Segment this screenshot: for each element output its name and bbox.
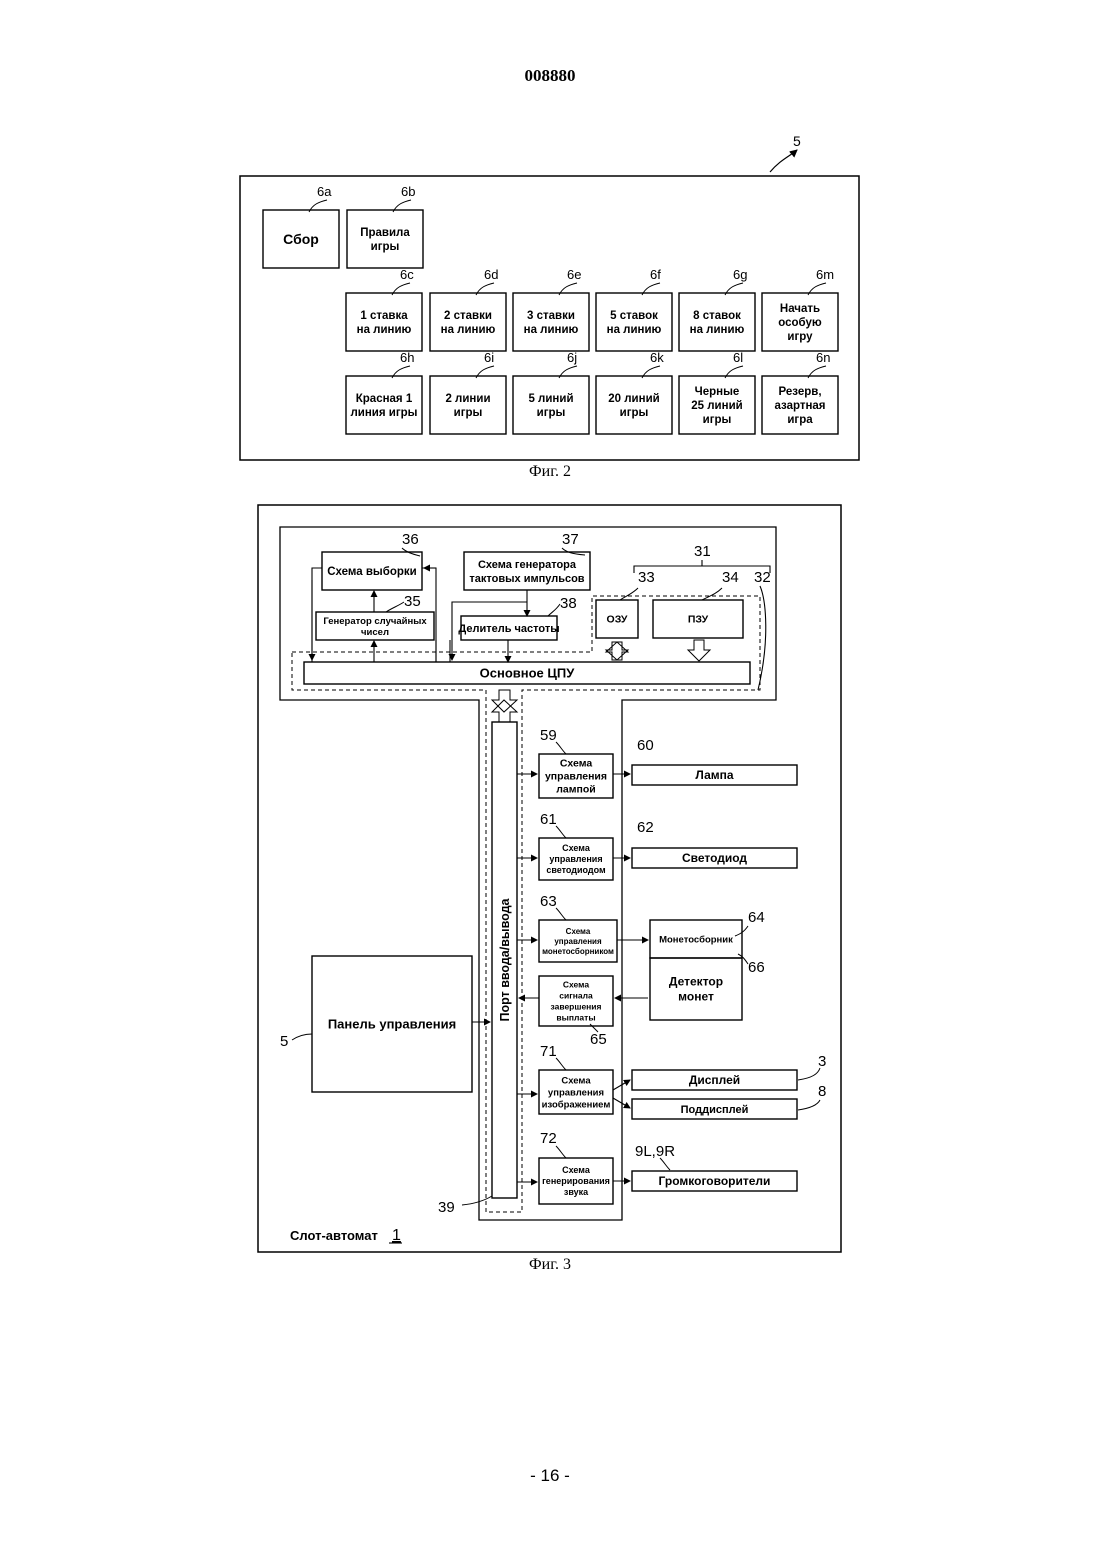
sampling-label: Схема выборки bbox=[327, 566, 416, 578]
sound-ref: 72 bbox=[540, 1130, 557, 1147]
machine-ref: 1 bbox=[392, 1227, 401, 1244]
panel-ref: 5 bbox=[280, 1033, 288, 1050]
payout-ref: 65 bbox=[590, 1031, 607, 1048]
sampling-ref: 36 bbox=[402, 531, 419, 548]
speakers-label: Громкоговорители bbox=[659, 1174, 771, 1188]
lamp-label: Лампа bbox=[695, 768, 734, 782]
led-ref: 62 bbox=[637, 819, 654, 836]
lamp-ref: 60 bbox=[637, 737, 654, 754]
rom-ref: 34 bbox=[722, 569, 739, 586]
divider-label: Делитель частоты bbox=[458, 623, 559, 635]
display-ref: 3 bbox=[818, 1053, 826, 1070]
cpu-label: Основное ЦПУ bbox=[480, 666, 576, 681]
page-number: - 16 - bbox=[0, 1466, 1100, 1486]
bus-ref: 32 bbox=[754, 569, 771, 586]
clock-ref: 37 bbox=[562, 531, 579, 548]
payout-label: Схемасигналазавершениявыплаты bbox=[550, 979, 601, 1022]
lamp-ctrl-ref: 59 bbox=[540, 727, 557, 744]
rng-ref: 35 bbox=[404, 593, 421, 610]
divider-ref: 38 bbox=[560, 595, 577, 612]
speakers-ref: 9L,9R bbox=[635, 1143, 675, 1160]
ram-ref: 33 bbox=[638, 569, 655, 586]
subdisplay-label: Поддисплей bbox=[681, 1104, 749, 1116]
panel-label: Панель управления bbox=[328, 1017, 456, 1032]
machine-label: Слот-автомат bbox=[290, 1228, 378, 1243]
coin-det-label: Детектормонет bbox=[669, 975, 723, 1004]
sound-label: Схемагенерированиязвука bbox=[542, 1165, 610, 1197]
hopper-label: Монетосборник bbox=[659, 934, 733, 945]
display-label: Дисплей bbox=[689, 1073, 740, 1087]
image-ctrl-ref: 71 bbox=[540, 1043, 557, 1060]
led-label: Светодиод bbox=[682, 851, 747, 865]
led-ctrl-ref: 61 bbox=[540, 811, 557, 828]
subdisplay-ref: 8 bbox=[818, 1083, 826, 1100]
figure-3-caption: Фиг. 3 bbox=[0, 1256, 1100, 1274]
io-label: Порт ввода/вывода bbox=[498, 897, 512, 1021]
board-ref: 31 bbox=[694, 543, 711, 560]
figure-3-diagram: Схема выборки 36Схема генераторатактовых … bbox=[0, 0, 1100, 1290]
io-ref: 39 bbox=[438, 1199, 455, 1216]
rng-label: Генератор случайныхчисел bbox=[323, 616, 427, 638]
clock-label: Схема генераторатактовых импульсов bbox=[469, 559, 584, 585]
hopper-ctrl-label: Схемауправлениямонетосборником bbox=[542, 927, 614, 956]
hopper-ref: 64 bbox=[748, 909, 765, 926]
coin-det-ref: 66 bbox=[748, 959, 765, 976]
rom-label: ПЗУ bbox=[688, 614, 709, 626]
led-ctrl-label: Схемауправлениясветодиодом bbox=[546, 843, 606, 875]
ram-label: ОЗУ bbox=[607, 614, 628, 626]
image-ctrl-label: Схемауправленияизображением bbox=[542, 1075, 611, 1110]
hopper-ctrl-ref: 63 bbox=[540, 893, 557, 910]
lamp-ctrl-label: Схемауправлениялампой bbox=[545, 758, 607, 796]
